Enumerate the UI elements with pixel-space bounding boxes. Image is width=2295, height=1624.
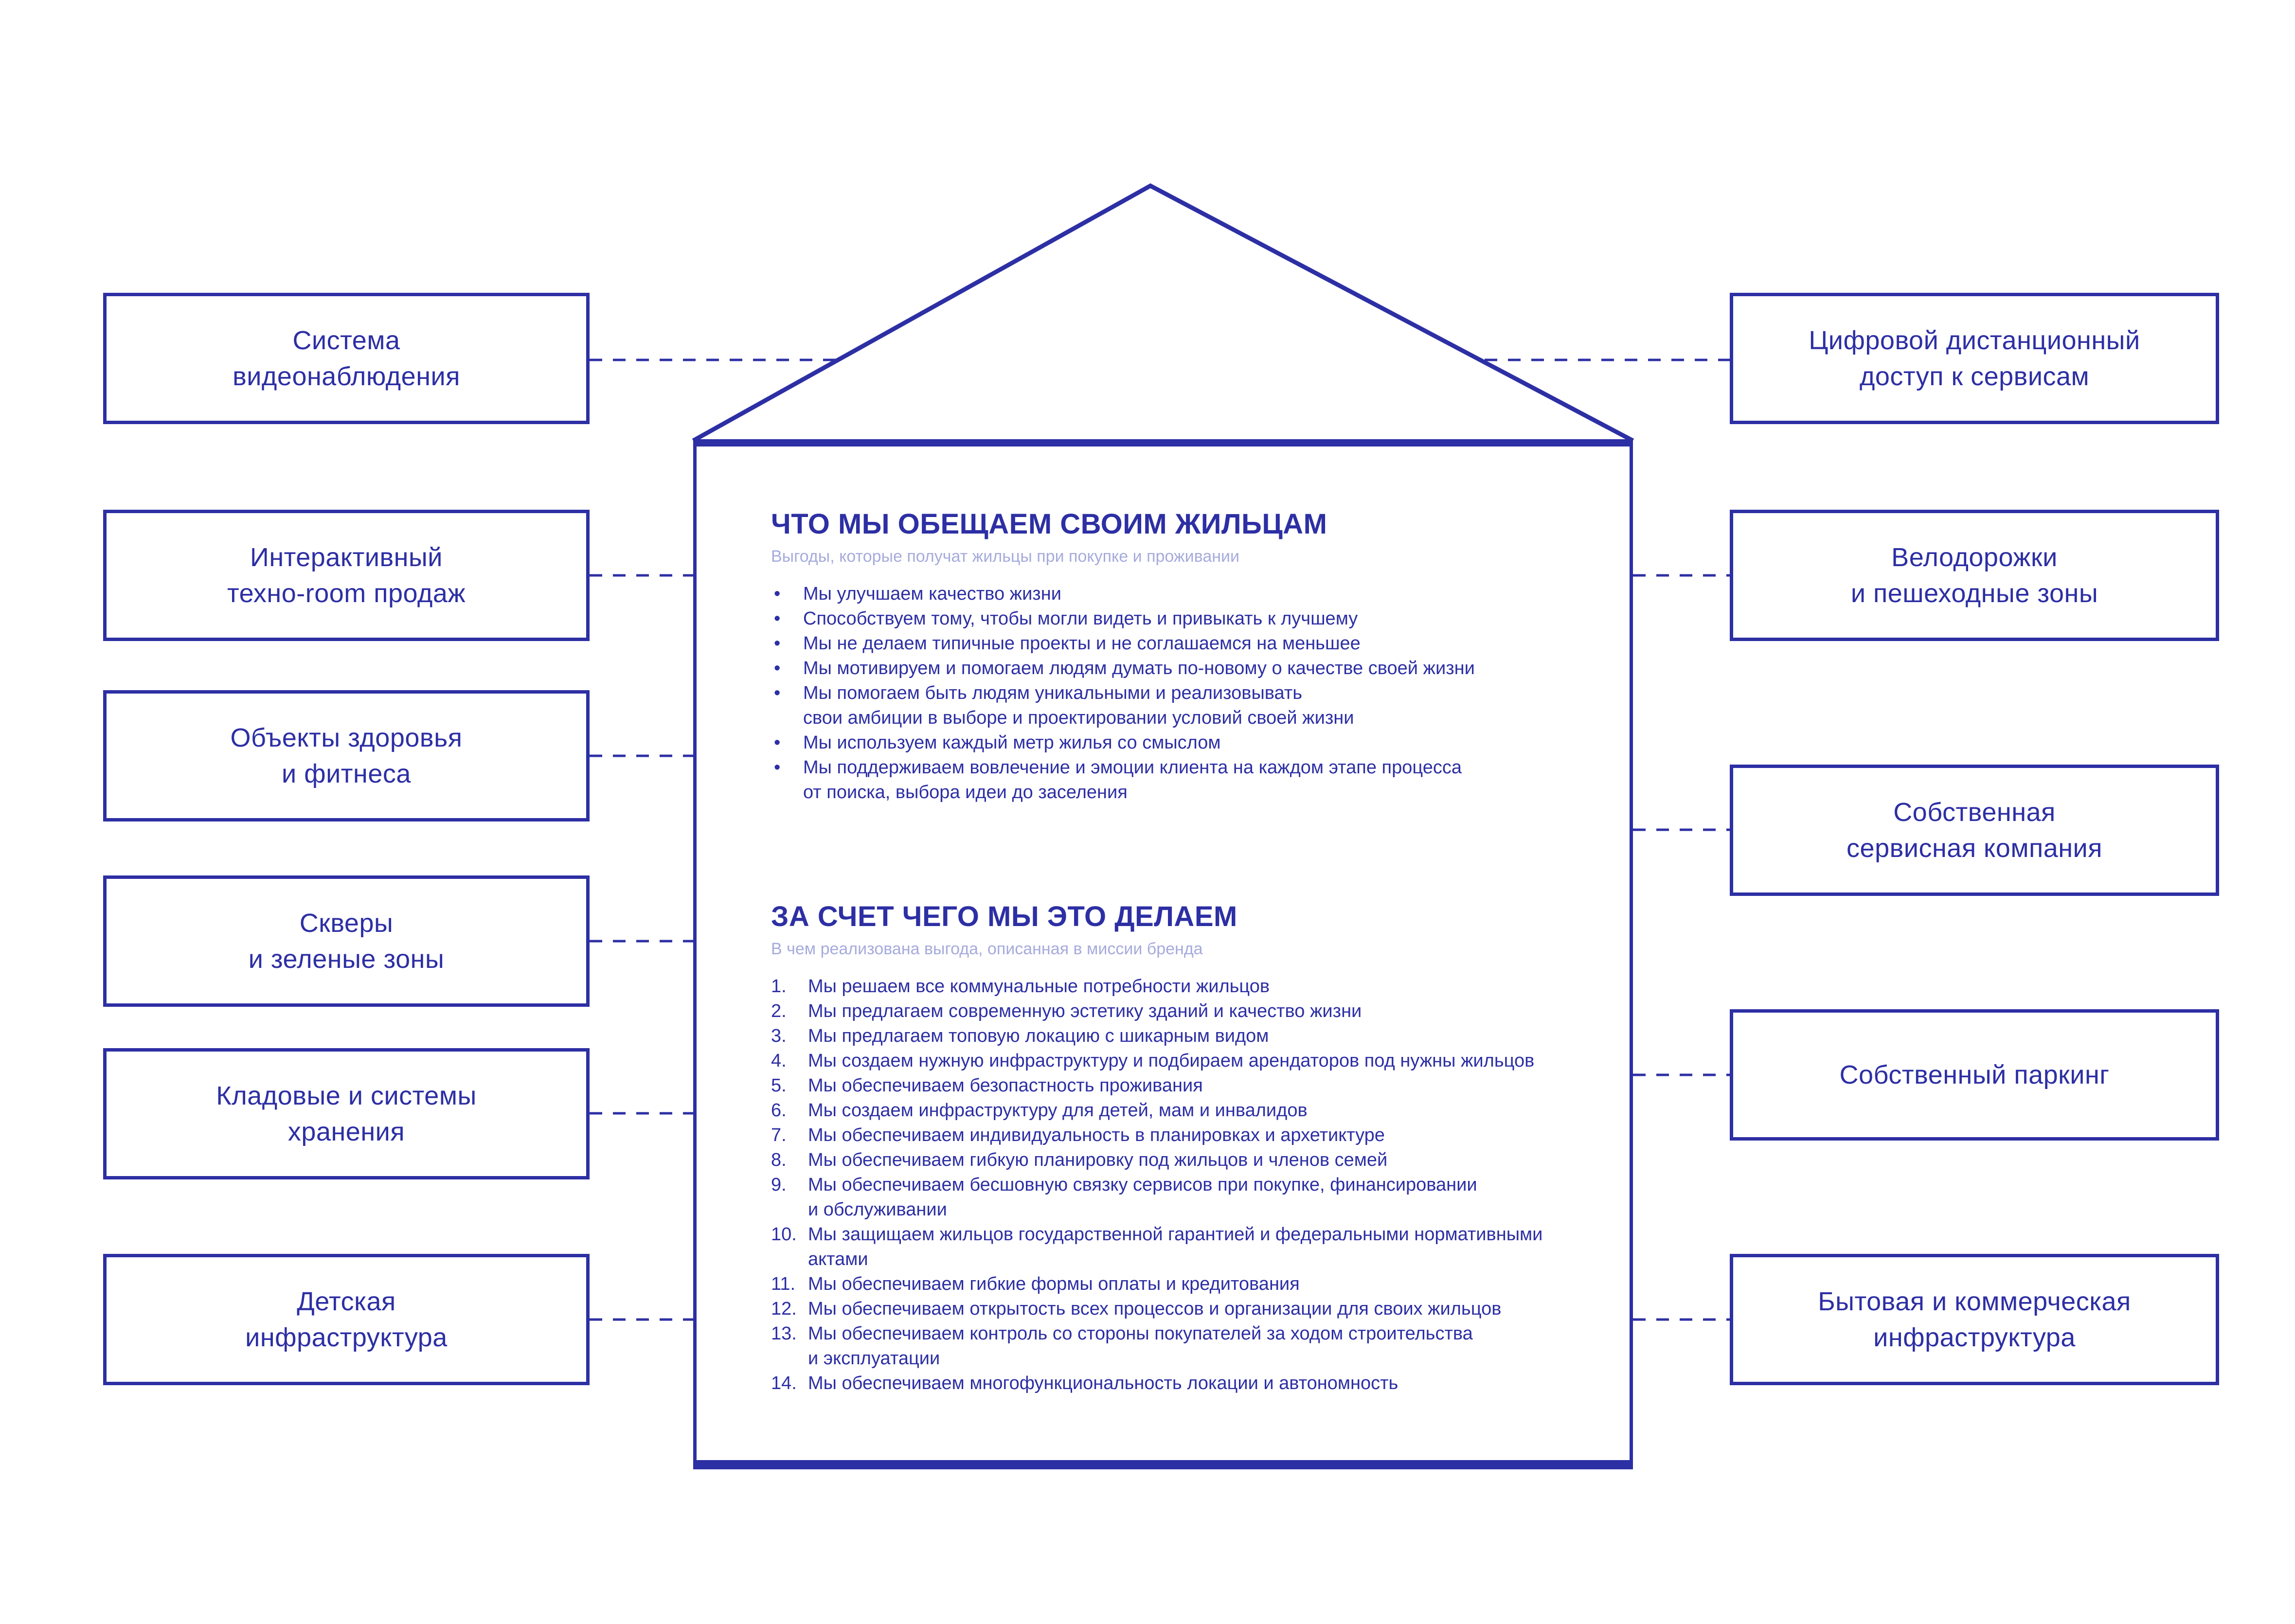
left-box-label: Кладовые и системы хранения	[216, 1081, 477, 1146]
right-box-own-parking: Собственный паркинг	[1730, 1009, 2219, 1141]
right-box-label: Собственная сервисная компания	[1847, 798, 2102, 863]
house-body: ЧТО МЫ ОБЕЩАЕМ СВОИМ ЖИЛЬЦАМ Выгоды, кот…	[693, 439, 1633, 1469]
reason-item: Мы обеспечиваем индивидуальность в плани…	[771, 1123, 1385, 1148]
right-box-label: Цифровой дистанционный доступ к сервисам	[1809, 326, 2140, 391]
right-box-label: Собственный паркинг	[1839, 1060, 2110, 1089]
reasons-title: ЗА СЧЕТ ЧЕГО МЫ ЭТО ДЕЛАЕМ	[771, 901, 1237, 932]
promise-item: Способствуем тому, чтобы могли видеть и …	[771, 607, 1576, 631]
left-box-label: Интерактивный техно-room продаж	[227, 543, 466, 608]
right-box-digital-remote-access: Цифровой дистанционный доступ к сервисам	[1730, 293, 2219, 424]
left-box-interactive-techno-room: Интерактивный техно-room продаж	[103, 510, 590, 641]
left-box-kids-infrastructure: Детская инфраструктура	[103, 1254, 590, 1385]
reason-item: Мы обеспечиваем гибкую планировку под жи…	[771, 1148, 1388, 1173]
promise-item: Мы мотивируем и помогаем людям думать по…	[771, 656, 1576, 681]
reason-item: Мы обеспечиваем бесшовную связку сервисо…	[771, 1173, 1477, 1220]
reasons-list: Мы решаем все коммунальные потребности ж…	[771, 974, 1576, 1396]
reason-item: Мы создаем инфраструктуру для детей, мам…	[771, 1098, 1308, 1123]
promise-item: Мы помогаем быть людям уникальными и реа…	[771, 681, 1576, 731]
left-box-label: Объекты здоровья и фитнеса	[230, 723, 463, 788]
reason-item: Мы предлагаем современную эстетику здани…	[771, 999, 1362, 1024]
reason-item: Мы защищаем жильцов государственной гара…	[771, 1222, 1543, 1269]
left-box-health-fitness: Объекты здоровья и фитнеса	[103, 690, 590, 821]
right-box-label: Бытовая и коммерческая инфраструктура	[1818, 1287, 2131, 1352]
promise-item: Мы улучшаем качество жизни	[771, 582, 1576, 607]
house-roof-outline	[692, 183, 1634, 443]
promise-item: Мы поддерживаем вовлечение и эмоции клие…	[771, 755, 1576, 805]
reason-item: Мы обеспечиваем гибкие формы оплаты и кр…	[771, 1272, 1300, 1297]
left-box-cctv-system: Система видеонаблюдения	[103, 293, 590, 424]
promises-section: ЧТО МЫ ОБЕЩАЕМ СВОИМ ЖИЛЬЦАМ Выгоды, кот…	[771, 509, 1576, 805]
reason-item: Мы обеспечиваем многофункциональность ло…	[771, 1371, 1399, 1396]
reason-item: Мы предлагаем топовую локацию с шикарным…	[771, 1024, 1269, 1049]
left-box-label: Система видеонаблюдения	[233, 326, 460, 391]
promises-list: Мы улучшаем качество жизни Способствуем …	[771, 582, 1576, 805]
reason-item: Мы обеспечиваем безопастность проживания	[771, 1073, 1203, 1098]
left-box-label: Детская инфраструктура	[245, 1287, 448, 1352]
reason-item: Мы решаем все коммунальные потребности ж…	[771, 974, 1270, 999]
reasons-section: ЗА СЧЕТ ЧЕГО МЫ ЭТО ДЕЛАЕМ В чем реализо…	[771, 901, 1576, 1396]
left-box-label: Скверы и зеленые зоны	[248, 909, 445, 974]
house-content: ЧТО МЫ ОБЕЩАЕМ СВОИМ ЖИЛЬЦАМ Выгоды, кот…	[771, 509, 1576, 1396]
right-box-service-company: Собственная сервисная компания	[1730, 765, 2219, 896]
promises-subtitle: Выгоды, которые получат жильцы при покуп…	[771, 547, 1240, 566]
promise-item: Мы не делаем типичные проекты и не согла…	[771, 631, 1576, 656]
left-box-storage-systems: Кладовые и системы хранения	[103, 1048, 590, 1179]
right-box-commercial-infrastructure: Бытовая и коммерческая инфраструктура	[1730, 1254, 2219, 1385]
reasons-subtitle: В чем реализована выгода, описанная в ми…	[771, 940, 1203, 958]
right-box-label: Велодорожки и пешеходные зоны	[1850, 543, 2098, 608]
reason-item: Мы создаем нужную инфраструктуру и подби…	[771, 1049, 1535, 1073]
promise-item: Мы используем каждый метр жилья со смысл…	[771, 731, 1576, 755]
promises-title: ЧТО МЫ ОБЕЩАЕМ СВОИМ ЖИЛЬЦАМ	[771, 508, 1327, 540]
reason-item: Мы обеспечиваем открытость всех процессо…	[771, 1297, 1502, 1321]
left-box-parks-green-zones: Скверы и зеленые зоны	[103, 875, 590, 1007]
right-box-bike-pedestrian-zones: Велодорожки и пешеходные зоны	[1730, 510, 2219, 641]
reason-item: Мы обеспечиваем контроль со стороны поку…	[771, 1321, 1473, 1369]
